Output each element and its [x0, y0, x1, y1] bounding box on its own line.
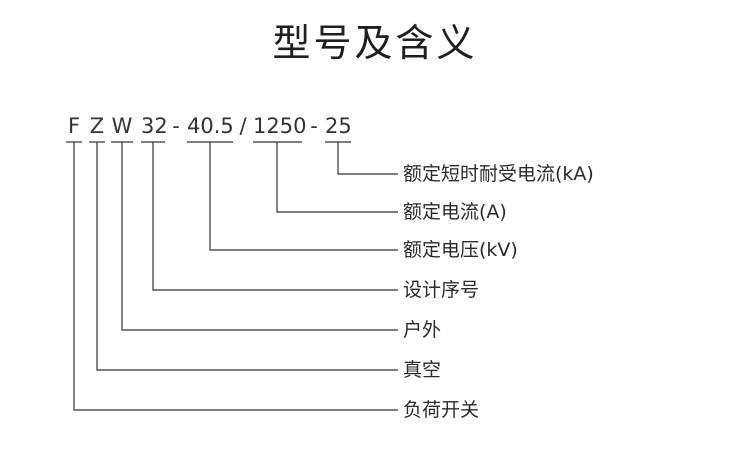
connector-short [337, 142, 398, 175]
meaning-design-number: 设计序号 [403, 279, 480, 301]
model-code-dash-1: - [172, 114, 180, 138]
connector-design [152, 142, 398, 291]
page-title: 型号及含义 [272, 21, 478, 65]
connector-voltage [209, 142, 398, 251]
model-code-voltage: 40.5 [187, 114, 234, 138]
meaning-short-time-current: 额定短时耐受电流(kA) [403, 163, 594, 185]
model-code-dash-2: - [310, 114, 318, 138]
meaning-outdoor: 户外 [403, 319, 442, 341]
meaning-rated-voltage: 额定电压(kV) [403, 239, 518, 261]
model-code-f: F [67, 114, 81, 138]
meaning-rated-current: 额定电流(A) [403, 201, 507, 223]
model-code-slash: / [239, 114, 247, 138]
model-code-short: 25 [325, 114, 352, 138]
connector-z [96, 142, 398, 371]
connector-f [73, 142, 398, 411]
model-code-w: W [111, 114, 133, 138]
meaning-load-switch: 负荷开关 [403, 399, 480, 421]
meaning-vacuum: 真空 [403, 359, 442, 381]
model-code-z: Z [89, 114, 105, 138]
model-code-current: 1250 [253, 114, 307, 138]
connector-current [276, 142, 398, 213]
connector-w [121, 142, 398, 331]
model-code-design: 32 [141, 114, 168, 138]
